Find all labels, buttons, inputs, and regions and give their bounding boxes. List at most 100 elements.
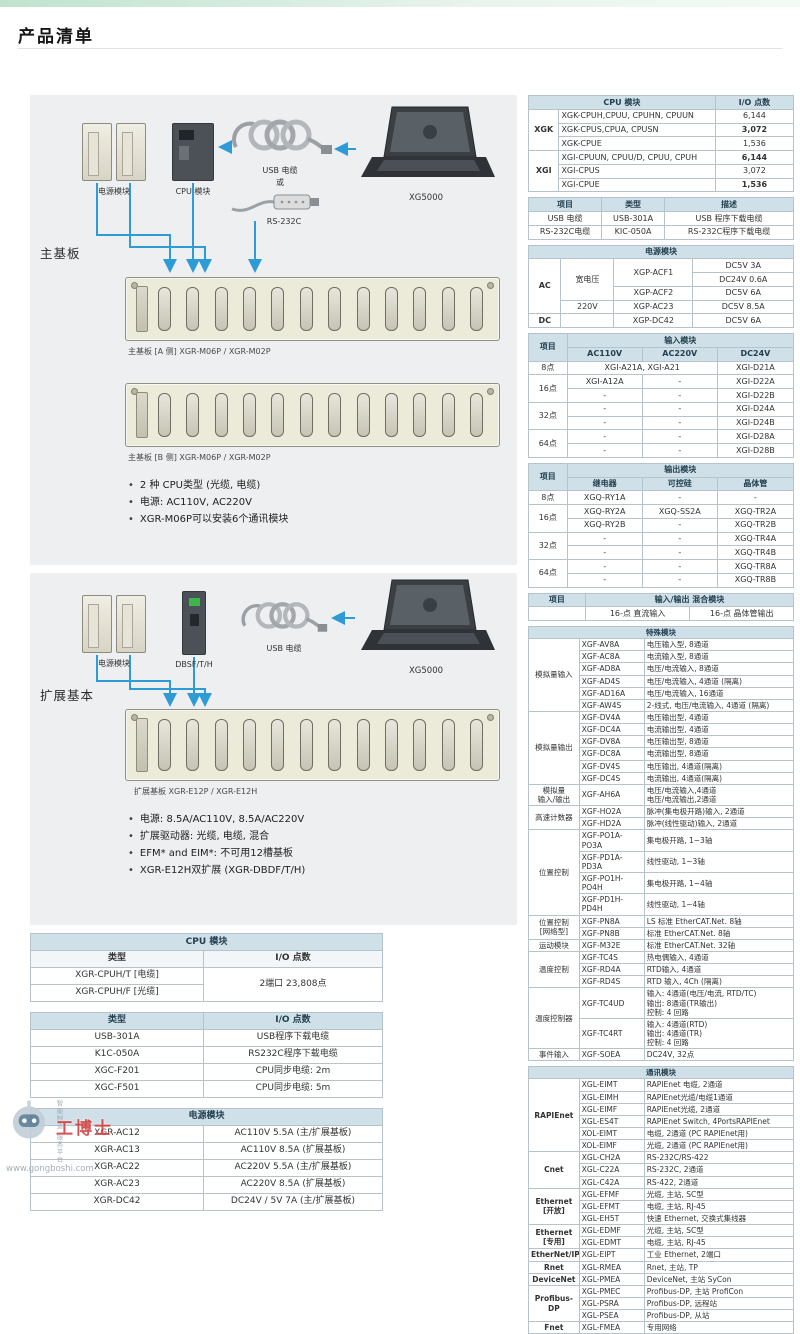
- rack-slot: [384, 287, 398, 331]
- table-row: 通讯模块: [528, 1066, 794, 1080]
- rack-slot: [469, 287, 483, 331]
- watermark-url: www.gongboshi.com: [6, 1164, 94, 1175]
- table-cell: XGF-TC4UD: [578, 987, 645, 1019]
- rack-endplate: [136, 718, 148, 772]
- table-cell: DC5V 6A: [692, 313, 794, 328]
- table-cell: RAPIEnet: [528, 1078, 580, 1153]
- rack-slot: [243, 719, 257, 771]
- table-cell: XGQ-TR8B: [716, 572, 795, 588]
- table-cell: DC5V 6A: [692, 285, 794, 301]
- table-cell: 16-点 直流输入: [584, 606, 691, 621]
- usb-cable-label: USB 电缆: [266, 644, 302, 653]
- bullet-item: XGR-E12H双扩展 (XGR-DBDF/T/H): [128, 862, 498, 879]
- expansion-section-label: 扩展基本: [40, 688, 95, 703]
- table-cell: XGQ-RY2B: [566, 517, 643, 533]
- table-cell: 电流输出型, 8通道: [643, 747, 795, 761]
- table-cell: 2-线式, 电压/电流输入, 4通道 (隔离): [643, 698, 795, 712]
- table-cell: 1,536: [714, 177, 795, 193]
- table-cell: RS232C程序下载电缆: [202, 1045, 384, 1064]
- table-cell: 脉冲(线性驱动)输入, 2通道: [643, 817, 795, 831]
- table-row: 32点--XGI-D24A: [528, 401, 795, 431]
- power-module-icon: [82, 123, 146, 181]
- or-label: 或: [276, 178, 284, 187]
- table-cell: USB程序下载电缆: [202, 1028, 384, 1047]
- rack-slot: [214, 719, 228, 771]
- table-cell: XGL-EDMT: [578, 1236, 645, 1250]
- table-cell: Profibus-DP: [528, 1284, 580, 1323]
- table-cell: XGL-EFMT: [578, 1199, 645, 1214]
- table-cell: XGI-D22B: [716, 388, 795, 403]
- expansion-rack: [125, 709, 500, 781]
- table-cell: USB 电缆: [527, 211, 603, 226]
- table-cell: 3,072: [714, 163, 795, 179]
- table-cell: XGI-D22A: [716, 374, 795, 389]
- table-cell: 电压/电流输入, 4通道 (隔离): [643, 674, 795, 688]
- table-cell: AC220V 5.5A (主/扩展基板): [202, 1158, 384, 1177]
- table-cell: USB 程序下载电缆: [664, 211, 794, 226]
- table-cell: AC110V 8.5A (扩展基板): [202, 1141, 384, 1160]
- table-cell: -: [566, 388, 643, 403]
- table-cell: 3,072: [714, 122, 795, 138]
- rack-slot: [299, 287, 313, 331]
- table-cell: Ethernet [专用]: [528, 1224, 580, 1250]
- table-cell: -: [641, 388, 718, 403]
- table-cell: RS-232C电缆: [527, 224, 603, 240]
- table-cell: XGF-PD1A-PD3A: [578, 850, 645, 873]
- cpu-module-label: CPU 模块: [175, 187, 211, 196]
- table-cell: 电缆, 主站, RJ-45: [643, 1199, 795, 1214]
- table-cell: XGI-A12A: [566, 374, 643, 389]
- table-cell: XGL-EIPT: [578, 1248, 645, 1262]
- table-cell: 线性驱动, 1~4轴: [643, 893, 795, 916]
- rack-slot: [186, 393, 200, 437]
- table-cell: XGL-EH5T: [578, 1212, 645, 1226]
- rack-slot: [158, 287, 171, 331]
- rack-slot: [271, 287, 285, 331]
- table-cell: 高速计数器: [528, 805, 580, 831]
- bullet-item: 电源: AC110V, AC220V: [128, 494, 498, 511]
- table-cell: KIC-050A: [601, 224, 666, 240]
- rack-slot: [441, 393, 455, 437]
- table-cell: 电压输出型, 8通道: [643, 735, 795, 749]
- table-cell: -: [641, 572, 718, 588]
- table-row: --XGQ-TR4B: [529, 545, 795, 560]
- rack-slot: [356, 393, 370, 437]
- table-cell: XGF-DV8A: [578, 735, 645, 749]
- power-unit-icon: [116, 123, 146, 181]
- table-cell: XGF-DV4S: [578, 759, 645, 773]
- table-cell: XGR-CPUH/F [光缆]: [30, 983, 204, 1002]
- main-rack-a: [125, 277, 500, 341]
- table-cell: -: [641, 517, 718, 533]
- table-cell: RS-232C, 2通道: [643, 1163, 795, 1177]
- table-cell: XGF-DC4A: [578, 723, 645, 737]
- table-cell: XGP-AC23: [613, 299, 694, 315]
- table-cell: 2端口 23,808点: [202, 966, 384, 1002]
- table-cell: Fnet: [528, 1321, 580, 1334]
- table-cell: XGL-PMEA: [578, 1272, 645, 1286]
- table-cell: -: [716, 490, 795, 505]
- table-cell: AC: [527, 258, 562, 315]
- rack-slot: [328, 287, 342, 331]
- rack-slot: [384, 393, 398, 437]
- table-cell: 8点: [528, 490, 568, 505]
- table-row: --XGI-D28B: [529, 443, 795, 458]
- table-cell: 脉冲(集电极开路)输入, 2通道: [643, 805, 795, 819]
- bullet-item: 扩展驱动器: 光缆, 电缆, 混合: [128, 828, 498, 845]
